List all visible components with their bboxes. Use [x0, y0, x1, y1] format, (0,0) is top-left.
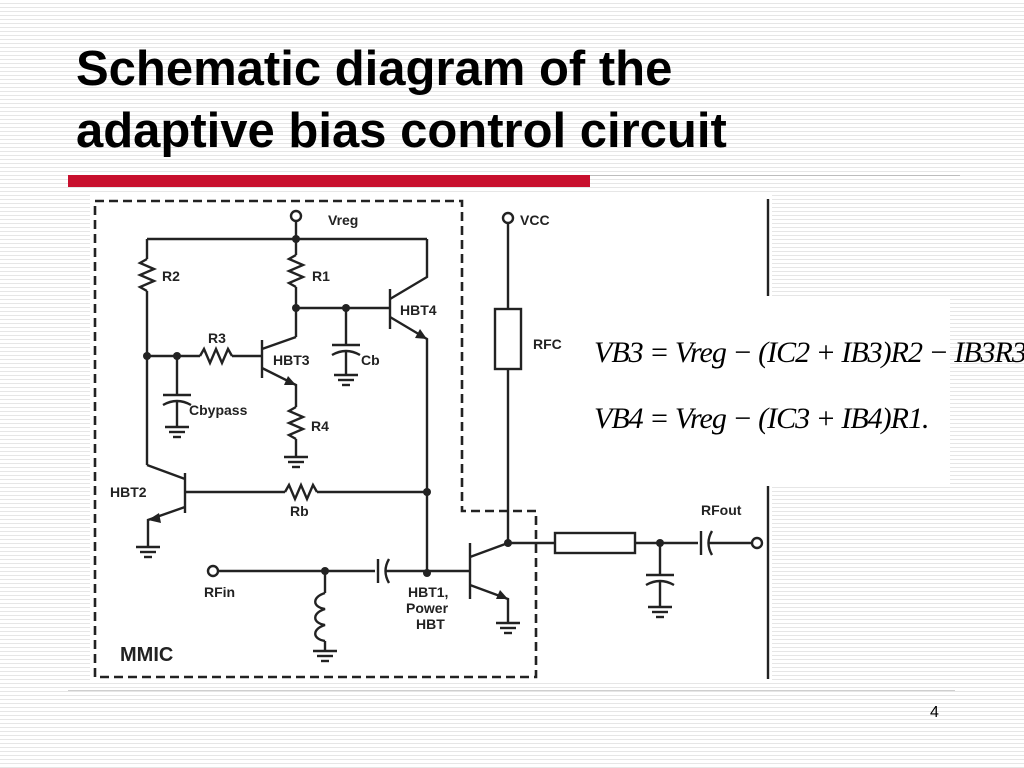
title-divider-line: [590, 175, 960, 176]
resistor-rb: [283, 481, 319, 503]
label-hbt1-line1: HBT1,: [408, 584, 448, 600]
label-rfc: RFC: [533, 336, 562, 352]
label-hbt2: HBT2: [110, 484, 147, 500]
title-accent-bar: [68, 175, 590, 187]
label-cbypass: Cbypass: [189, 402, 248, 418]
label-vreg: Vreg: [328, 212, 358, 228]
label-hbt1-line3: HBT: [416, 616, 445, 632]
resistor-r2: [136, 257, 158, 293]
label-r4: R4: [311, 418, 329, 434]
label-r1: R1: [312, 268, 330, 284]
equation-vb3: VB3 = Vreg − (IC2 + IB3)R2 − IB3R3: [594, 336, 1024, 369]
rfout-terminal: [750, 536, 764, 550]
label-rfin: RFin: [204, 584, 235, 600]
label-hbt1-line2: Power: [406, 600, 449, 616]
vreg-terminal: [289, 209, 303, 223]
mmic-boundary: [93, 199, 538, 679]
equation-box: VB3 = Vreg − (IC2 + IB3)R2 − IB3R3 VB4 =…: [590, 296, 1024, 486]
label-rfout: RFout: [701, 502, 742, 518]
page-number: 4: [930, 704, 939, 721]
footer-divider-line: [68, 690, 955, 691]
label-hbt3: HBT3: [273, 352, 310, 368]
rfin-terminal: [206, 564, 220, 578]
resistor-r4: [285, 405, 307, 441]
inductor-rfc: [493, 307, 523, 371]
label-rb: Rb: [290, 503, 309, 519]
label-r3: R3: [208, 330, 226, 346]
label-cb: Cb: [361, 352, 380, 368]
equation-vb4: VB4 = Vreg − (IC3 + IB4)R1.: [594, 402, 929, 435]
label-mmic: MMIC: [120, 644, 173, 666]
vcc-terminal: [501, 211, 515, 225]
slide-title-line-1: Schematic diagram of the: [76, 42, 673, 96]
slide-title-line-2: adaptive bias control circuit: [76, 104, 727, 158]
resistor-r3: [198, 345, 234, 367]
inductor-rfin-shunt: [314, 591, 326, 643]
resistor-r1: [285, 253, 307, 289]
slide-title: Schematic diagram of the adaptive bias c…: [76, 38, 976, 162]
output-matching-element: [553, 531, 637, 555]
label-r2: R2: [162, 268, 180, 284]
label-hbt4: HBT4: [400, 302, 437, 318]
label-vcc: VCC: [520, 212, 550, 228]
